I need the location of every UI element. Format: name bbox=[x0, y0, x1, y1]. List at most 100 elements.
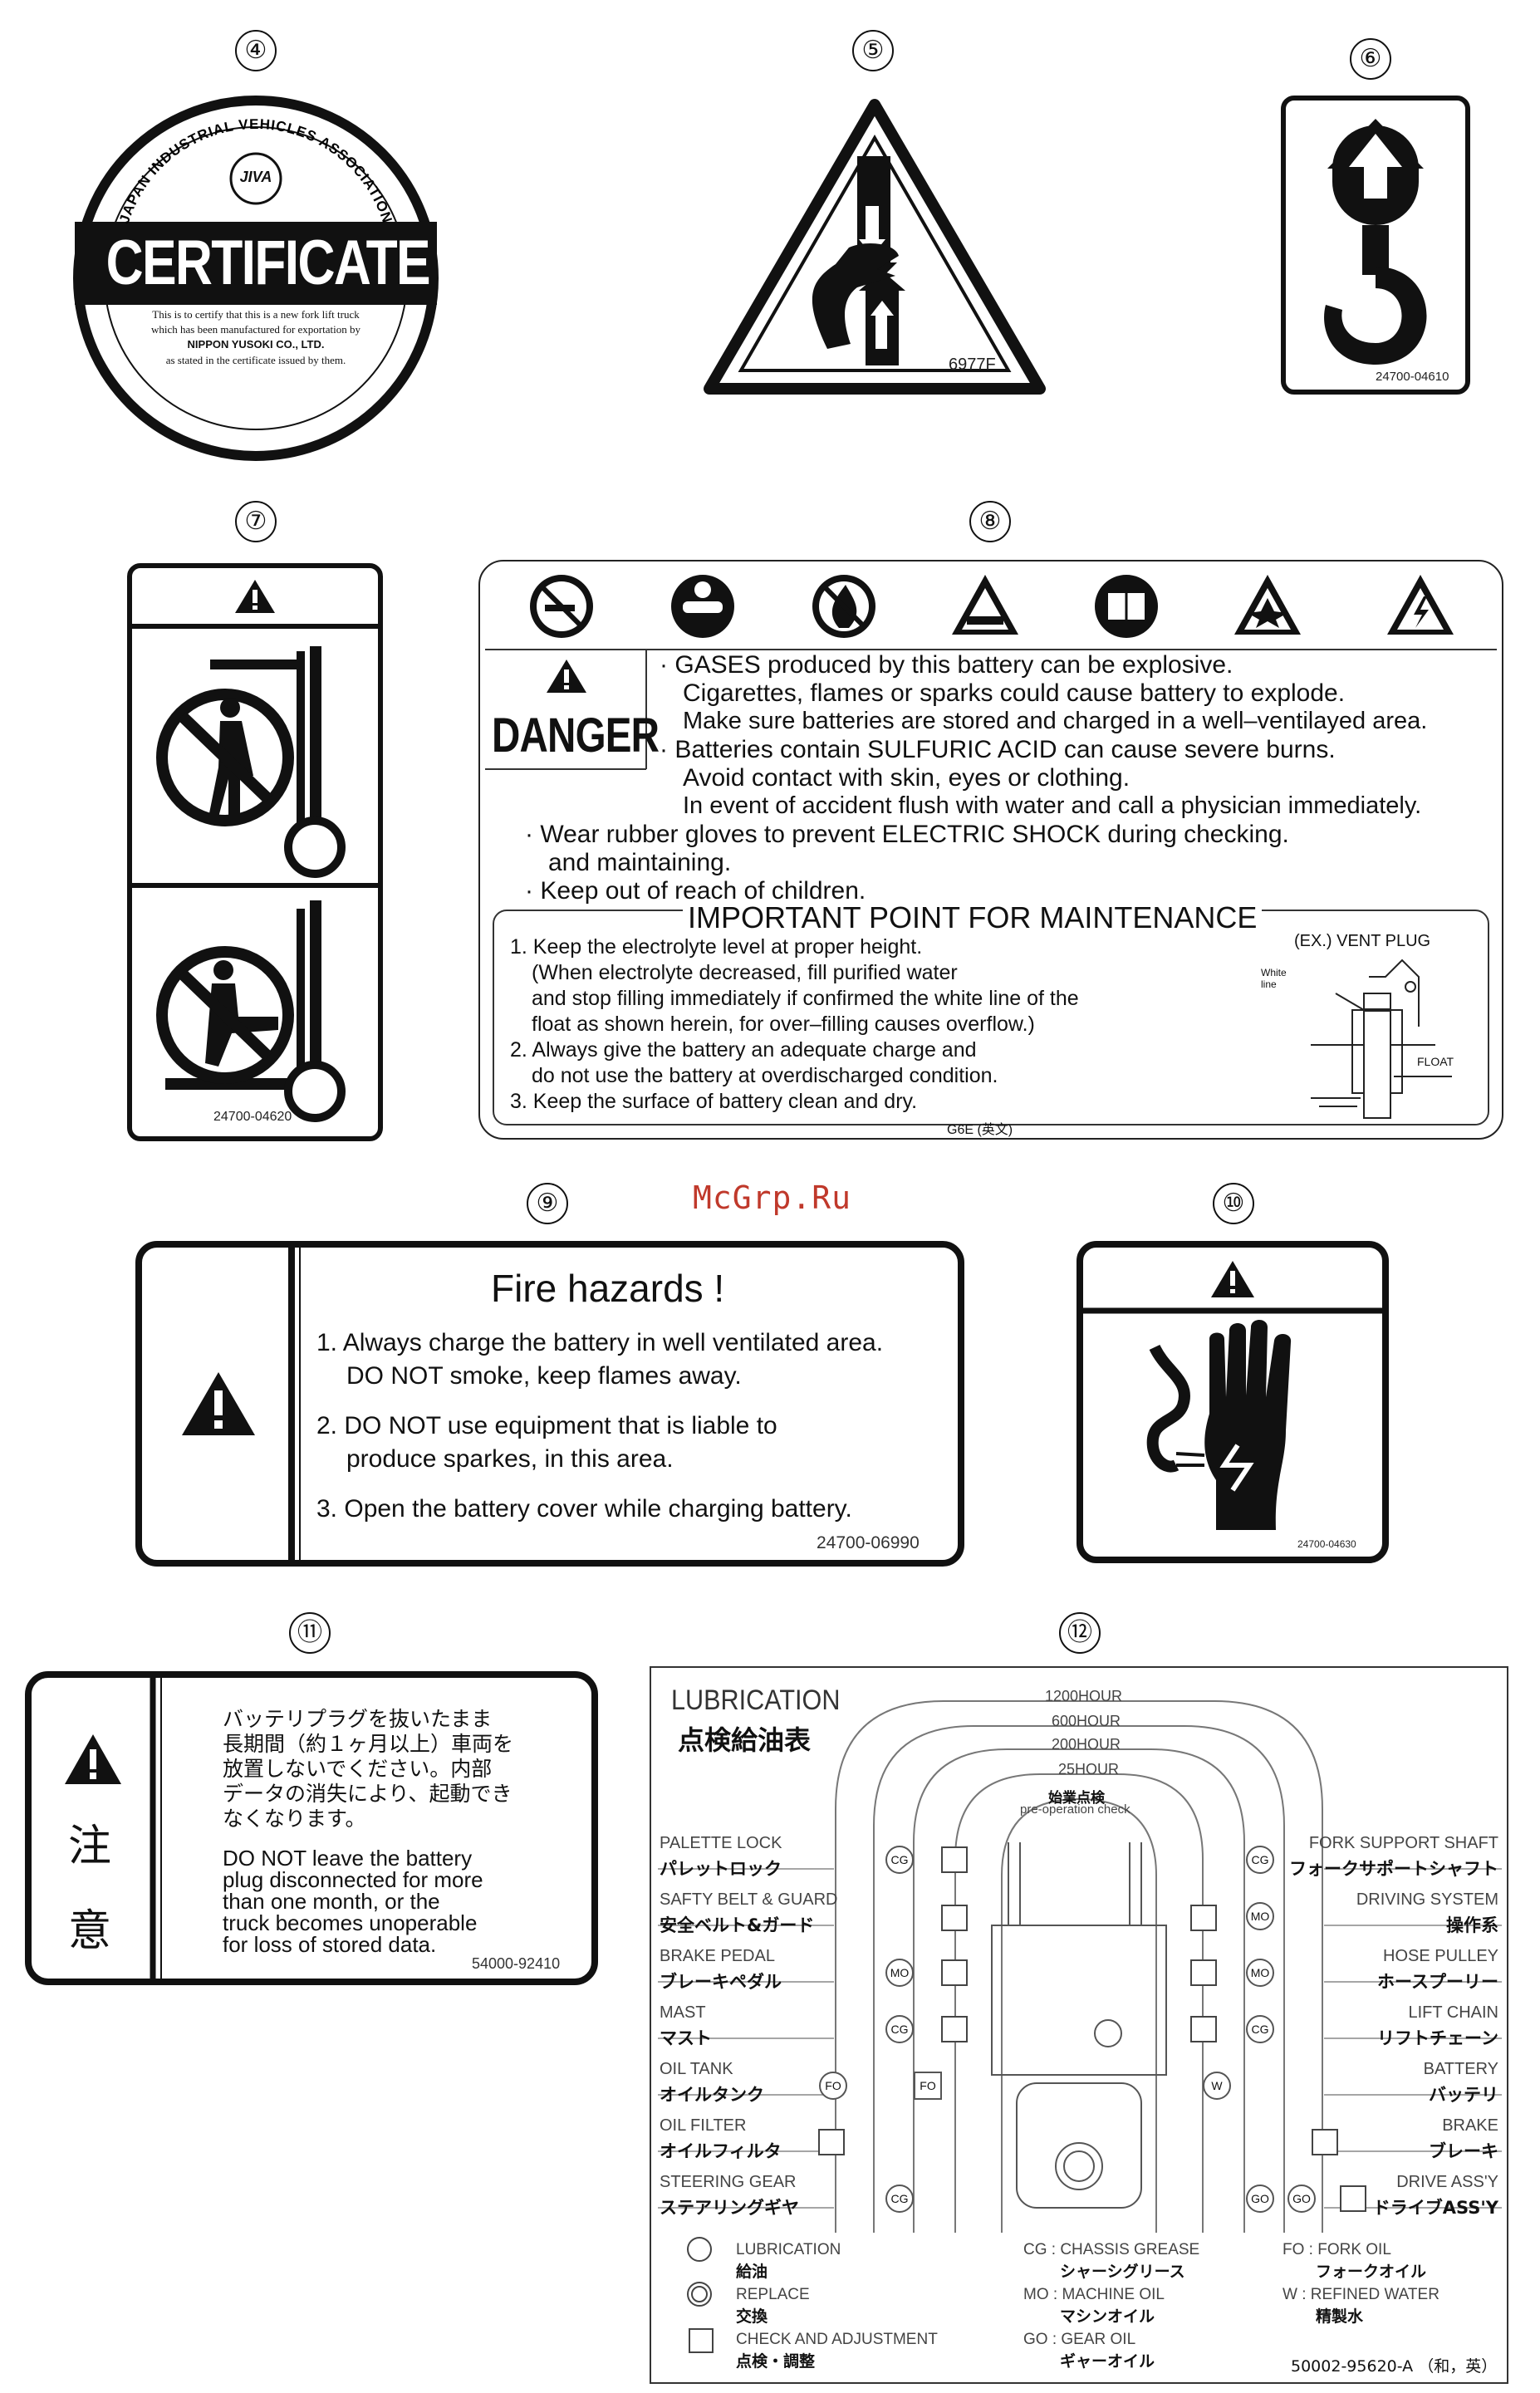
maintenance-item-3: 3. Keep the surface of battery clean and… bbox=[510, 1090, 918, 1113]
right-item-2-jp: 操作系 bbox=[1446, 1915, 1498, 1935]
explosion-warning-icon bbox=[1234, 575, 1301, 635]
danger-bullet-2: · Batteries contain SULFURIC ACID can ca… bbox=[660, 736, 1336, 763]
left-item-2-en: SAFTY BELT & GUARD bbox=[660, 1890, 838, 1909]
legend-replace: REPLACE bbox=[736, 2286, 810, 2303]
shock-label-code: 24700-04630 bbox=[1297, 1538, 1356, 1550]
hour-1200: 1200HOUR bbox=[1045, 1688, 1123, 1704]
certificate-line-1: This is to certify that this is a new fo… bbox=[152, 308, 360, 321]
lubrication-code: 50002-95620-A （和，英） bbox=[1291, 2357, 1498, 2376]
danger-label-code: G6E (英文) bbox=[947, 1123, 1013, 1137]
mark-oil-tank-inner: FO bbox=[914, 2072, 942, 2100]
legend-fo: FO : FORK OIL bbox=[1283, 2241, 1391, 2258]
lubrication-chart: LUBRICATION 点検給油表 1200HOUR 600HOUR 200HO… bbox=[650, 1666, 1508, 2384]
no-smoking-icon bbox=[530, 575, 593, 638]
float-caption: FLOAT bbox=[1417, 1055, 1454, 1068]
hour-600: 600HOUR bbox=[1052, 1713, 1121, 1729]
right-item-4-en: LIFT CHAIN bbox=[1408, 2003, 1498, 2022]
mark-palette-lock: CG bbox=[885, 1846, 914, 1874]
left-item-5-jp: オイルタンク bbox=[660, 2085, 764, 2105]
crush-hand-warning-icon bbox=[704, 99, 1046, 395]
left-item-2-jp: 安全ベルト&ガード bbox=[660, 1915, 815, 1935]
plug-jp-line-2: 長期間（約１ヶ月以上）車両を bbox=[223, 1732, 514, 1756]
danger-bullet-3b: and maintaining. bbox=[548, 849, 732, 876]
danger-bullet-1: · GASES produced by this battery can be … bbox=[660, 651, 1233, 679]
label-number-5: ⑤ bbox=[852, 30, 894, 71]
legend-check: CHECK AND ADJUSTMENT bbox=[736, 2331, 938, 2348]
hand-electric-shock-icon bbox=[1146, 1320, 1292, 1530]
legend-cg: CG : CHASSIS GREASE bbox=[1023, 2241, 1200, 2258]
fire-item-1: 1. Always charge the battery in well ven… bbox=[316, 1329, 884, 1356]
legend-lubrication-jp: 給油 bbox=[736, 2263, 768, 2281]
caution-character-1: 注 bbox=[68, 1822, 112, 1871]
hook-lift-label: 24700-04610 bbox=[1281, 96, 1470, 395]
danger-bullet-1c: Make sure batteries are stored and charg… bbox=[683, 708, 1428, 734]
left-item-4-en: MAST bbox=[660, 2003, 706, 2022]
certificate-logo: JIVA bbox=[239, 169, 272, 185]
plug-en-line-5: for loss of stored data. bbox=[223, 1932, 437, 1957]
legend-check-jp: 点検・調整 bbox=[736, 2352, 816, 2371]
right-item-6-jp: ブレーキ bbox=[1429, 2141, 1498, 2161]
pre-operation-check: pre-operation check bbox=[1020, 1802, 1130, 1817]
fire-hazards-label: Fire hazards ! 1. Always charge the batt… bbox=[135, 1241, 964, 1567]
mark-fork-support: CG bbox=[1246, 1846, 1274, 1874]
fire-item-1b: DO NOT smoke, keep flames away. bbox=[346, 1362, 742, 1390]
vent-plug-caption: (EX.) VENT PLUG bbox=[1294, 932, 1431, 950]
danger-heading: DANGER bbox=[492, 709, 660, 763]
legend-fo-jp: フォークオイル bbox=[1316, 2263, 1427, 2281]
danger-bullet-3: · Wear rubber gloves to prevent ELECTRIC… bbox=[525, 821, 1289, 848]
label-number-9: ⑨ bbox=[527, 1183, 568, 1224]
certificate-line-3: NIPPON YUSOKI CO., LTD. bbox=[187, 338, 325, 351]
battery-danger-label: DANGER · GASES produced by this battery … bbox=[478, 560, 1503, 1140]
lubrication-title-jp: 点検給油表 bbox=[678, 1724, 812, 1756]
plug-label-code: 54000-92410 bbox=[472, 1955, 561, 1972]
crush-label-code: 6977F bbox=[949, 356, 996, 374]
label-number-8: ⑧ bbox=[969, 501, 1011, 542]
right-item-3-jp: ホースプーリー bbox=[1377, 1972, 1498, 1992]
plug-jp-line-4: データの消失により、起動でき bbox=[223, 1782, 513, 1806]
right-item-2-en: DRIVING SYSTEM bbox=[1356, 1890, 1498, 1909]
maintenance-item-1d: float as shown herein, for over–filling … bbox=[532, 1013, 1035, 1036]
mark-steering-gear: CG bbox=[885, 2185, 914, 2213]
white-line-caption: White line bbox=[1261, 967, 1287, 990]
label-number-4: ④ bbox=[235, 30, 277, 71]
plug-jp-line-1: バッテリプラグを抜いたまま bbox=[223, 1707, 493, 1731]
mark-oil-tank: FO bbox=[819, 2072, 847, 2100]
left-item-7-en: STEERING GEAR bbox=[660, 2173, 797, 2191]
no-riding-on-forks-icon bbox=[156, 900, 346, 1122]
fire-item-3: 3. Open the battery cover while charging… bbox=[316, 1495, 852, 1523]
battery-plug-caution-label: 注 意 バッテリプラグを抜いたまま 長期間（約１ヶ月以上）車両を 放置しないでく… bbox=[25, 1671, 598, 1985]
fire-item-2: 2. DO NOT use equipment that is liable t… bbox=[316, 1412, 777, 1439]
vent-plug-diagram bbox=[1311, 959, 1452, 1119]
label-number-10: ⑩ bbox=[1213, 1183, 1254, 1224]
legend-w-jp: 精製水 bbox=[1316, 2307, 1364, 2326]
certificate-title: CERTIFICATE bbox=[105, 228, 431, 298]
warning-triangle-icon bbox=[235, 580, 275, 613]
right-item-7-en: DRIVE ASS'Y bbox=[1396, 2173, 1498, 2191]
left-item-6-jp: オイルフィルタ bbox=[660, 2141, 782, 2161]
maintenance-item-1b: (When electrolyte decreased, fill purifi… bbox=[532, 961, 958, 984]
maintenance-title: IMPORTANT POINT FOR MAINTENANCE bbox=[683, 900, 1263, 935]
fire-item-2b: produce sparkes, in this area. bbox=[346, 1445, 674, 1473]
plug-en-line-2: plug disconnected for more bbox=[223, 1867, 483, 1892]
mark-drive-assy: GO bbox=[1287, 2185, 1316, 2213]
electric-shock-label: 24700-04630 bbox=[1077, 1241, 1389, 1563]
mark-hose-pulley: MO bbox=[1246, 1959, 1274, 1987]
maintenance-item-2: 2. Always give the battery an adequate c… bbox=[510, 1038, 977, 1062]
lifting-hook-icon bbox=[1324, 119, 1427, 365]
label-number-7: ⑦ bbox=[235, 501, 277, 542]
crush-hazard-label: 6977F bbox=[703, 98, 1047, 397]
plug-en-line-4: truck becomes unoperable bbox=[223, 1910, 478, 1935]
legend-mo: MO : MACHINE OIL bbox=[1023, 2286, 1165, 2303]
no-flames-icon bbox=[812, 575, 875, 638]
fire-label-code: 24700-06990 bbox=[817, 1533, 920, 1552]
lubrication-diagram bbox=[658, 1700, 1502, 2353]
right-item-7-jp: ドライブASS'Y bbox=[1372, 2198, 1498, 2218]
certificate-line-4: as stated in the certificate issued by t… bbox=[165, 354, 346, 366]
certificate-seal-graphic bbox=[73, 96, 439, 461]
right-item-4-jp: リフトチェーン bbox=[1377, 2028, 1498, 2048]
caution-character-2: 意 bbox=[68, 1906, 112, 1956]
read-manual-icon bbox=[1095, 575, 1158, 638]
fire-hazards-title: Fire hazards ! bbox=[491, 1267, 725, 1310]
maintenance-item-1c: and stop filling immediately if confirme… bbox=[532, 987, 1079, 1010]
left-item-7-jp: ステアリングギヤ bbox=[660, 2198, 799, 2218]
